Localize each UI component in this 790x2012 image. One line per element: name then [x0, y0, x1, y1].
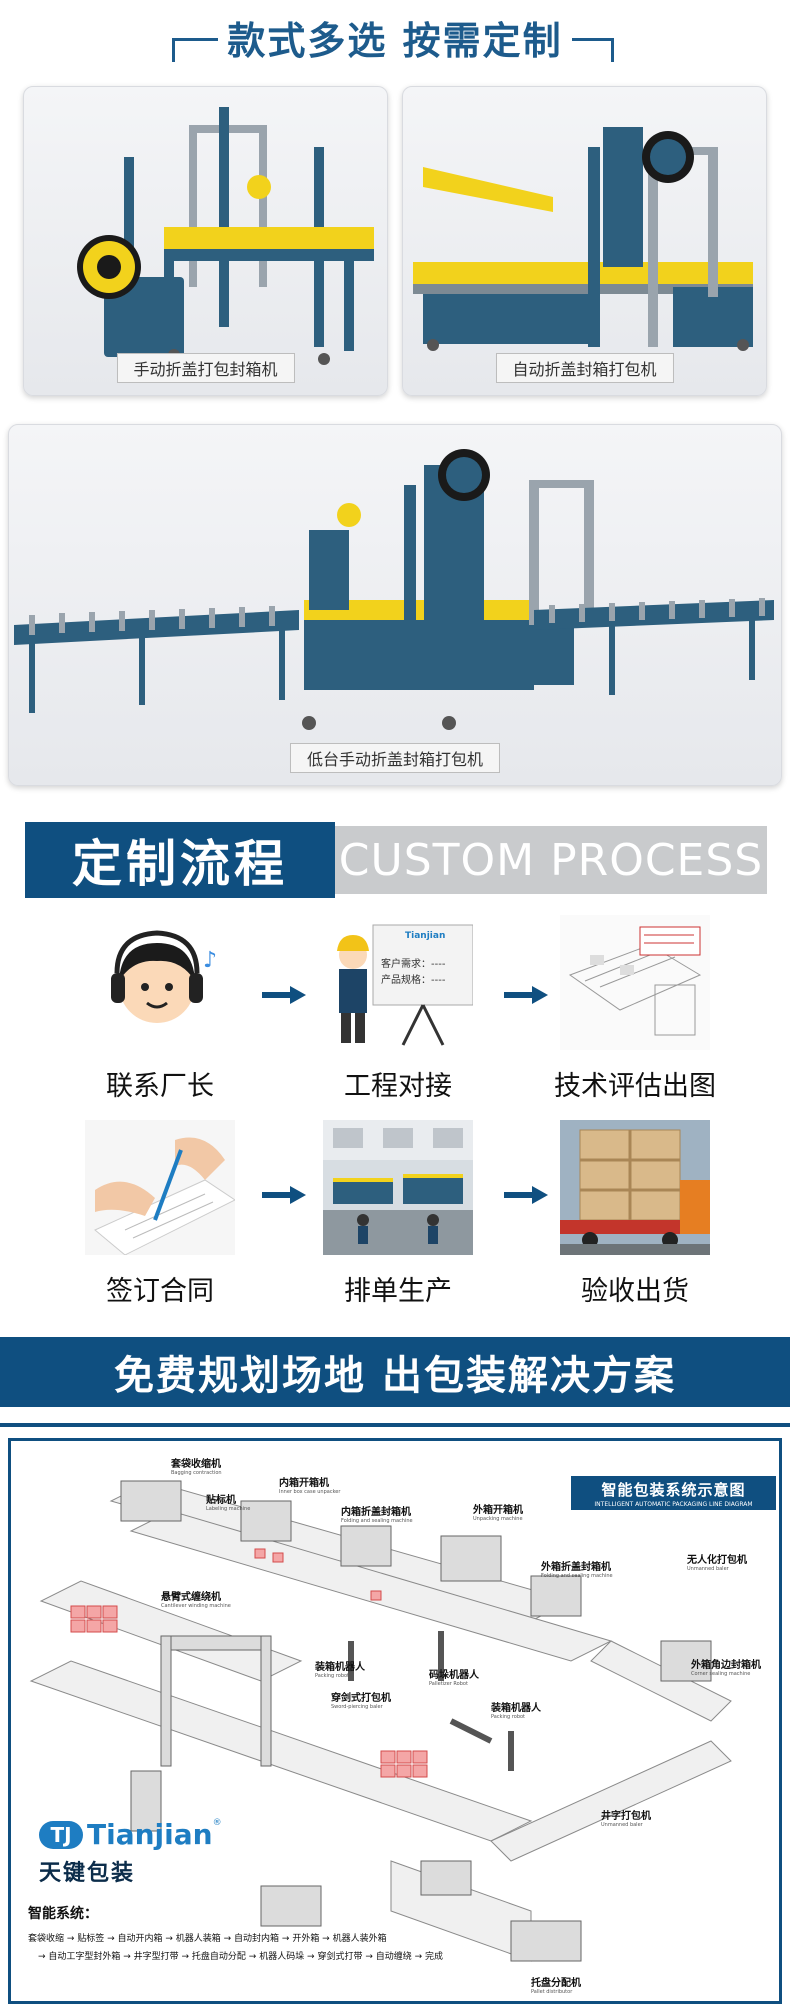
diagram-subtitle: INTELLIGENT AUTOMATIC PACKAGING LINE DIA…: [594, 1501, 753, 1508]
process-step-production[interactable]: 排单生产: [298, 1120, 498, 1308]
process-step-engineering[interactable]: Tianjian 客户需求：---- 产品规格：---- 工程对接: [298, 915, 498, 1103]
svg-text:♪: ♪: [203, 948, 217, 973]
arrow-right-icon: [262, 986, 306, 1004]
product-caption: 低台手动折盖封箱打包机: [289, 743, 501, 773]
logo-registered-mark: ®: [212, 1818, 222, 1828]
process-step-contact[interactable]: ♪ 联系厂长: [60, 915, 260, 1103]
board-line-requirements: 客户需求：----: [381, 959, 446, 970]
packaging-line-drawing: [29, 1480, 732, 1962]
process-step-contract[interactable]: 签订合同: [60, 1120, 260, 1308]
step-label: 排单生产: [344, 1276, 452, 1307]
custom-process-title-en: CUSTOM PROCESS: [335, 826, 767, 894]
system-label: 智能系统：: [28, 1906, 98, 1922]
shipping-crate-icon: [560, 1120, 710, 1255]
custom-process-title-zh: 定制流程: [25, 822, 335, 898]
step-label: 签订合同: [106, 1276, 214, 1307]
flow-line-2: → 自动工字型封外箱 → 井字型打带 → 托盘自动分配 → 机器人码垛 → 穿剑…: [38, 1952, 443, 1962]
machine-illustration-2: [413, 127, 753, 351]
free-planning-banner: 免费规划场地 出包装解决方案: [0, 1337, 790, 1407]
packaging-line-diagram: 智能包装系统示意图 INTELLIGENT AUTOMATIC PACKAGIN…: [8, 1438, 782, 2004]
arrow-right-icon: [504, 986, 548, 1004]
top-heading: 款式多选 按需定制: [0, 0, 790, 70]
arrow-right-icon: [504, 1186, 548, 1204]
product-card-manual-folding[interactable]: 手动折盖打包封箱机: [23, 86, 388, 396]
product-card-auto-folding[interactable]: 自动折盖封箱打包机: [402, 86, 767, 396]
factory-floor-icon: [323, 1120, 473, 1255]
heading-line-left: [188, 38, 218, 41]
diagram-title-box: 智能包装系统示意图 INTELLIGENT AUTOMATIC PACKAGIN…: [571, 1476, 776, 1510]
logo-text-zh: 天键包装: [39, 1861, 136, 1886]
page-title: 款式多选 按需定制: [227, 19, 563, 63]
board-line-specs: 产品规格：----: [381, 975, 446, 986]
heading-line-right: [572, 38, 598, 41]
headset-avatar-icon: ♪: [85, 915, 235, 1050]
arrow-right-icon: [262, 1186, 306, 1204]
contract-signing-icon: [85, 1120, 235, 1255]
step-label: 验收出货: [581, 1276, 689, 1307]
flow-line-1: 套袋收缩 → 贴标签 → 自动开内箱 → 机器人装箱 → 自动封内箱 → 开外箱…: [28, 1934, 387, 1944]
custom-process-banner: 定制流程 CUSTOM PROCESS: [25, 822, 767, 898]
step-label: 联系厂长: [106, 1071, 214, 1102]
engineer-presentation-icon: Tianjian 客户需求：---- 产品规格：----: [323, 915, 473, 1050]
machine-illustration-1: [77, 107, 374, 365]
product-caption: 自动折盖封箱打包机: [495, 353, 674, 383]
product-card-low-platform[interactable]: 低台手动折盖封箱打包机: [8, 424, 782, 786]
heading-bracket-right: [598, 38, 614, 62]
logo-text-en: Tianjian: [87, 1818, 213, 1851]
product-caption: 手动折盖打包封箱机: [116, 353, 295, 383]
divider: [0, 1423, 790, 1427]
process-step-assessment[interactable]: 技术评估出图: [535, 915, 735, 1103]
step-label: 技术评估出图: [554, 1071, 716, 1102]
board-brand: Tianjian: [405, 931, 446, 941]
diagram-title: 智能包装系统示意图: [601, 1481, 746, 1499]
machine-illustration-3: [14, 449, 774, 730]
heading-bracket-left: [172, 38, 188, 62]
logo-mark: TJ: [39, 1820, 83, 1849]
layout-drawing-icon: [560, 915, 710, 1050]
process-step-shipping[interactable]: 验收出货: [535, 1120, 735, 1308]
step-label: 工程对接: [344, 1071, 452, 1102]
